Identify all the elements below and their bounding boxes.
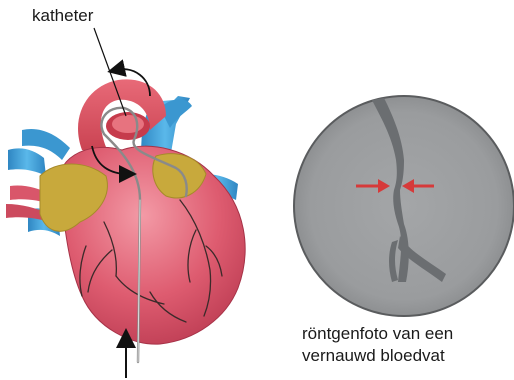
xray-caption: röntgenfoto van een vernauwd bloedvat: [302, 323, 453, 367]
xray-caption-line-2: vernauwd bloedvat: [302, 345, 453, 367]
xray-image: [294, 96, 514, 316]
heart-illustration: [6, 28, 245, 378]
catheter-label: katheter: [32, 6, 93, 26]
xray-caption-line-1: röntgenfoto van een: [302, 323, 453, 345]
